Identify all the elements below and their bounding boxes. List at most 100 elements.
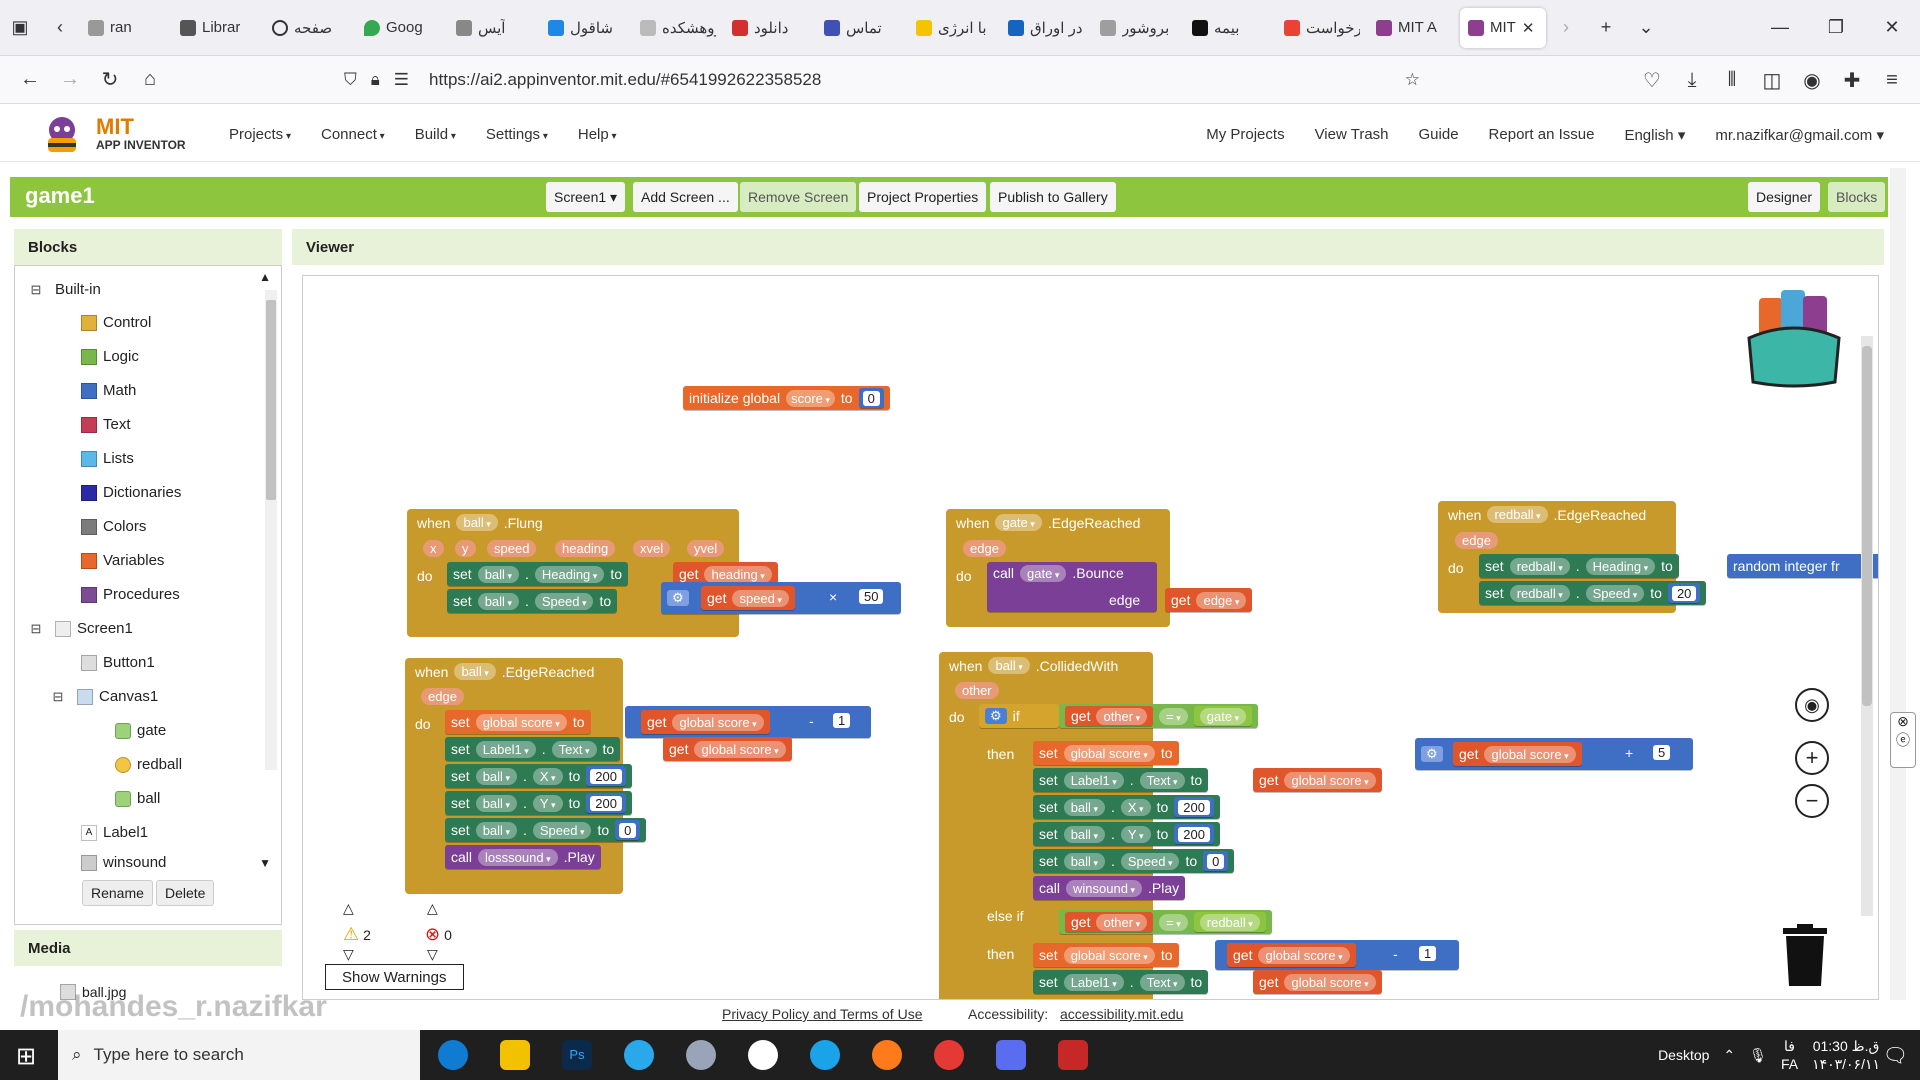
variable-dropdown[interactable]: speed (732, 589, 789, 607)
property-dropdown[interactable]: Speed (1585, 584, 1645, 602)
desktop-label[interactable]: Desktop (1658, 1047, 1710, 1063)
property-dropdown[interactable]: Speed (534, 592, 594, 610)
mutator-gear-icon[interactable]: ⚙ (985, 708, 1007, 724)
get-global-score-block[interactable]: get global score (1453, 742, 1582, 766)
component-dropdown[interactable]: gate (1020, 565, 1067, 582)
variable-dropdown[interactable]: global score (672, 713, 764, 731)
number-value[interactable]: 200 (590, 768, 622, 784)
add-screen-button[interactable]: Add Screen ... (633, 182, 738, 212)
browser-tab[interactable]: با انرژی (908, 8, 1000, 48)
component-dropdown[interactable]: ball (475, 821, 517, 839)
guide-link[interactable]: Guide (1418, 126, 1459, 143)
set-ball-y-block[interactable]: set ball . Y to 200 (445, 791, 632, 815)
drawer-lists[interactable]: Lists (81, 450, 134, 467)
drawer-logic[interactable]: Logic (81, 348, 139, 365)
set-ball-x-block[interactable]: set ball . X to 200 (1033, 795, 1220, 819)
variable-dropdown[interactable]: global score (1063, 744, 1155, 762)
component-dropdown[interactable]: redball (1509, 557, 1570, 575)
component-dropdown[interactable]: ball (988, 657, 1030, 674)
skype-icon[interactable] (810, 1040, 840, 1070)
property-dropdown[interactable]: Y (532, 794, 563, 812)
taskbar-search[interactable]: ⌕ Type here to search (58, 1030, 420, 1080)
property-dropdown[interactable]: Y (1120, 825, 1151, 843)
file-explorer-icon[interactable] (500, 1040, 530, 1070)
property-dropdown[interactable]: X (1120, 798, 1151, 816)
trash-can-icon[interactable] (1781, 924, 1829, 986)
call-losssound-play-block[interactable]: call losssound .Play (445, 845, 601, 869)
variable-dropdown[interactable]: global score (694, 740, 786, 758)
address-bar[interactable]: ⛉ 🔒︎ ☰ https://ai2.appinventor.mit.edu/#… (334, 62, 1434, 98)
microphone-icon[interactable]: 🎙︎ (1749, 1046, 1767, 1063)
browser-tab[interactable]: بیمه (1184, 8, 1276, 48)
component-dropdown[interactable]: ball (1063, 798, 1105, 816)
show-warnings-button[interactable]: Show Warnings (325, 964, 464, 990)
get-global-score-block[interactable]: get global score (1253, 768, 1382, 792)
language-dropdown[interactable]: English ▾ (1624, 127, 1686, 144)
prev-error-icon[interactable]: △ (427, 900, 438, 916)
set-redball-speed-block[interactable]: set redball . Speed to 20 (1479, 581, 1707, 605)
download-icon[interactable]: ⤓ (1687, 68, 1697, 91)
init-global-block[interactable]: initialize global score to 0 (683, 386, 890, 410)
variable-dropdown[interactable]: global score (1484, 745, 1576, 763)
browser-tab[interactable]: MIT A (1368, 8, 1460, 48)
photoshop-icon[interactable]: Ps (562, 1040, 592, 1070)
browser-tab[interactable]: بروشور (1092, 8, 1184, 48)
drawer-dictionaries[interactable]: Dictionaries (81, 484, 181, 501)
menu-settings[interactable]: Settings (486, 126, 548, 143)
firefox-icon[interactable] (872, 1040, 902, 1070)
param-yvel[interactable]: yvel (687, 540, 725, 557)
variable-dropdown[interactable]: global score (1284, 771, 1376, 789)
component-dropdown[interactable]: ball (454, 663, 496, 680)
zoom-out-icon[interactable]: − (1795, 784, 1829, 818)
mutator-gear-icon[interactable]: ⚙ (667, 590, 689, 606)
next-error-icon[interactable]: ▽ (427, 946, 438, 962)
component-dropdown[interactable]: Label1 (1063, 771, 1124, 789)
mutator-gear-icon[interactable]: ⚙ (1421, 746, 1443, 762)
menu-connect[interactable]: Connect (321, 126, 385, 143)
get-global-score-block[interactable]: get global score (1253, 970, 1382, 994)
app-icon[interactable] (996, 1040, 1026, 1070)
variable-dropdown[interactable]: other (1096, 707, 1148, 725)
param-edge[interactable]: edge (421, 688, 464, 705)
drawer-colors[interactable]: Colors (81, 518, 146, 535)
view-trash-link[interactable]: View Trash (1314, 126, 1389, 143)
variable-dropdown[interactable]: global score (1063, 946, 1155, 964)
property-dropdown[interactable]: Heading (1585, 557, 1656, 575)
close-tab-icon[interactable]: ✕ (1521, 19, 1535, 37)
rename-button[interactable]: Rename (82, 880, 153, 906)
component-dropdown[interactable]: redball (1509, 584, 1570, 602)
backpack-icon[interactable] (1739, 290, 1849, 390)
url-text[interactable]: https://ai2.appinventor.mit.edu/#6541992… (429, 70, 822, 89)
property-dropdown[interactable]: Speed (1120, 852, 1180, 870)
set-label1-text-block[interactable]: set Label1 . Text to (1033, 768, 1209, 792)
publish-gallery-button[interactable]: Publish to Gallery (990, 182, 1116, 212)
set-label1-text-block[interactable]: set Label1 . Text to (1033, 970, 1209, 994)
menu-build[interactable]: Build (415, 126, 456, 143)
number-value[interactable]: 200 (590, 795, 622, 811)
telegram-icon[interactable] (624, 1040, 654, 1070)
number-value[interactable]: 0 (1207, 853, 1225, 869)
browser-tab[interactable]: تماس (816, 8, 908, 48)
chrome-icon[interactable] (934, 1040, 964, 1070)
set-ball-heading-block[interactable]: set ball . Heading to (447, 562, 629, 586)
number-value[interactable]: 20 (1671, 585, 1697, 601)
remove-screen-button[interactable]: Remove Screen (740, 182, 857, 212)
privacy-link[interactable]: Privacy Policy and Terms of Use (722, 1006, 923, 1022)
set-ball-speed-block[interactable]: set ball . Speed to 0 (445, 818, 647, 842)
screen-node[interactable]: ⊟Screen1 (30, 620, 133, 637)
drawer-math[interactable]: Math (81, 382, 136, 399)
my-projects-link[interactable]: My Projects (1206, 126, 1285, 143)
shield-icon[interactable]: ⛉ (344, 70, 357, 89)
accessibility-link[interactable]: accessibility.mit.edu (1060, 1006, 1184, 1022)
operator-dropdown[interactable]: = (1159, 913, 1188, 931)
operator-dropdown[interactable]: = (1159, 707, 1188, 725)
component-dropdown[interactable]: losssound (478, 848, 558, 866)
variable-dropdown[interactable]: global score (1258, 946, 1350, 964)
app-icon[interactable] (686, 1040, 716, 1070)
param-x[interactable]: x (423, 540, 444, 557)
forward-icon[interactable]: → (60, 68, 80, 90)
home-icon[interactable]: ⌂ (143, 68, 157, 90)
